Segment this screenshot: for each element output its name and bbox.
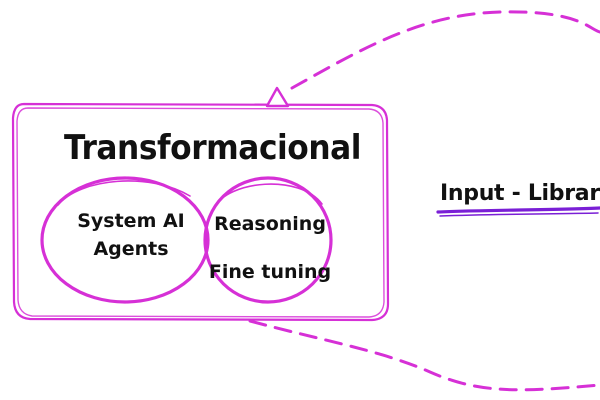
input-library-label: Input - Library bbox=[440, 181, 600, 206]
left-circle bbox=[40, 176, 210, 304]
input-library-underline bbox=[436, 206, 600, 217]
right-circle bbox=[203, 176, 333, 304]
right-circle-label: Reasoning Fine tuning bbox=[206, 200, 334, 297]
left-circle-line-1: System AI bbox=[77, 210, 185, 232]
right-circle-line-1: Reasoning bbox=[214, 213, 326, 235]
top-dashed-connector bbox=[290, 10, 600, 90]
bottom-dashed-connector bbox=[248, 319, 600, 392]
diagram-title: Transformacional bbox=[64, 128, 362, 168]
left-circle-line-2: Agents bbox=[93, 237, 169, 260]
transformacional-box bbox=[11, 102, 390, 322]
left-circle-label: System AI Agents bbox=[66, 208, 196, 263]
right-circle-line-2: Fine tuning bbox=[208, 261, 332, 284]
triangle-arrow-head bbox=[265, 86, 290, 108]
